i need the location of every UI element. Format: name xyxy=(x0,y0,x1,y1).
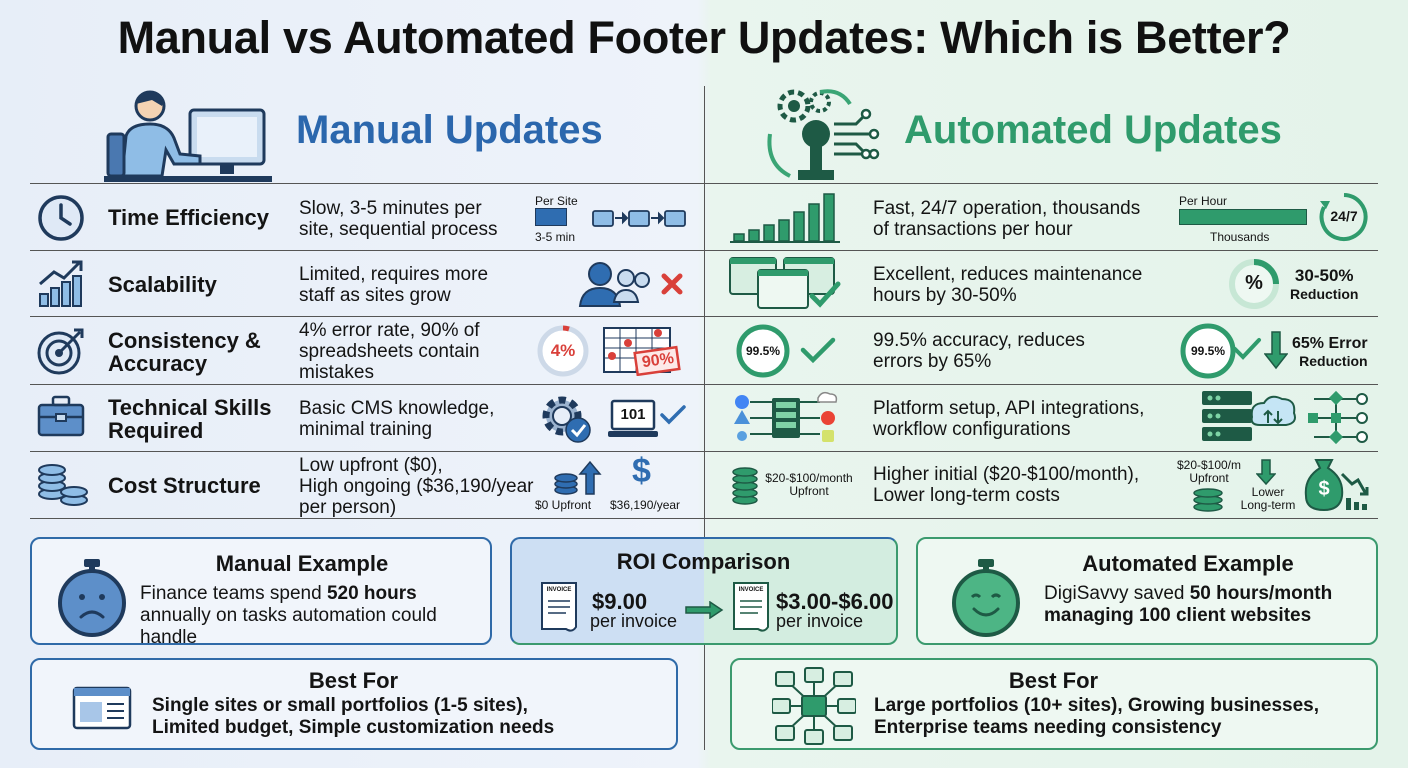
manual-example-card: Manual Example Finance teams spend 520 h… xyxy=(30,537,492,648)
toolbox-icon xyxy=(36,393,86,441)
person-at-computer-icon xyxy=(100,84,276,184)
manual-time-text: Slow, 3-5 minutes per site, sequential p… xyxy=(299,198,498,240)
auto-hours-highlight: 50 hours/month xyxy=(1189,583,1333,604)
reduction-label: Reduction xyxy=(1290,286,1359,302)
laptop-101-icon: 101 xyxy=(608,399,658,439)
automated-example-title: Automated Example xyxy=(1082,551,1294,576)
down-arrow-small-icon xyxy=(1256,458,1276,486)
clock-icon xyxy=(36,193,86,243)
staff-users-icon xyxy=(578,258,688,308)
criterion-time-efficiency: Time Efficiency xyxy=(108,205,269,230)
row-divider xyxy=(30,250,1378,251)
best-for-manual-title: Best For xyxy=(308,668,399,693)
green-coins-icon xyxy=(730,462,760,506)
upfront-short-label: Upfront xyxy=(1189,471,1229,485)
criterion-scalability: Scalability xyxy=(108,272,217,297)
row-divider xyxy=(30,316,1378,317)
down-arrow-icon xyxy=(1264,330,1288,370)
reduction-percent: 30-50% xyxy=(1294,266,1354,285)
gear-check-icon xyxy=(538,392,594,444)
manual-skills-text: Basic CMS knowledge, minimal training xyxy=(299,398,495,440)
percent-badge-icon: % xyxy=(1228,258,1280,310)
per-hour-label: Per Hour xyxy=(1179,194,1228,208)
coins-up-arrow-icon xyxy=(552,460,606,496)
twenty-four-seven-icon: 24/7 xyxy=(1318,191,1370,243)
roi-comparison-card: ROI Comparison INVOICE $9.00 per invoice… xyxy=(510,537,898,645)
checkmark-icon xyxy=(800,336,836,364)
manual-accuracy-text: 4% error rate, 90% of spreadsheets conta… xyxy=(299,320,480,383)
server-cloud-icon xyxy=(1200,389,1300,447)
small-coins-icon xyxy=(1188,488,1228,512)
cloud-platforms-server-icon xyxy=(730,390,840,446)
automated-heading: Automated Updates xyxy=(904,108,1282,152)
roi-arrow-icon xyxy=(684,601,724,619)
auto-cost-text: Higher initial ($20-$100/month), Lower l… xyxy=(873,464,1140,506)
manual-example-title: Manual Example xyxy=(215,551,389,576)
roi-title: ROI Comparison xyxy=(616,549,791,574)
best-for-manual-card: Best For Single sites or small portfolio… xyxy=(30,658,678,750)
monthly-cost-label: $20-$100/month xyxy=(765,471,853,485)
accuracy-gauge-small: 99.5% xyxy=(1179,322,1237,380)
manual-invoice-price: $9.00 xyxy=(592,589,648,614)
browser-window-icon xyxy=(72,686,132,730)
error-rate-gauge: 4% xyxy=(535,323,591,379)
auto-accuracy-text: 99.5% accuracy, reduces errors by 65% xyxy=(873,330,1085,372)
error-reduction-label: Reduction xyxy=(1299,353,1368,369)
invoice-manual-icon: INVOICE xyxy=(536,579,584,635)
workflow-diagram-icon xyxy=(1304,389,1370,447)
three-five-min-label: 3-5 min xyxy=(535,230,576,244)
manual-cost-text: Low upfront ($0), High ongoing ($36,190/… xyxy=(299,455,534,518)
best-for-automated-card: Best For Large portfolios (10+ sites), G… xyxy=(730,658,1378,750)
zero-upfront-label: $0 Upfront xyxy=(535,498,592,512)
happy-stopwatch-icon xyxy=(948,557,1024,637)
throughput-bar xyxy=(1179,209,1307,225)
manual-invoice-unit: per invoice xyxy=(590,611,678,631)
row-divider xyxy=(30,451,1378,452)
lower-label: Lower xyxy=(1251,485,1285,499)
coins-stack-icon xyxy=(36,460,90,508)
criterion-technical-skills: Technical Skills Required xyxy=(108,395,272,443)
site-block xyxy=(535,208,567,226)
error-reduction-percent: 65% Error xyxy=(1292,335,1368,352)
best-for-automated-title: Best For xyxy=(1008,668,1099,693)
money-bag-trend-icon: $ xyxy=(1302,456,1370,512)
criterion-consistency: Consistency & Accuracy xyxy=(108,328,261,376)
auto-scale-text: Excellent, reduces maintenance hours by … xyxy=(873,264,1143,306)
network-hub-icon xyxy=(772,666,856,746)
multiple-windows-check-icon xyxy=(728,256,844,312)
auto-invoice-price: $3.00-$6.00 xyxy=(776,589,894,614)
manual-heading: Manual Updates xyxy=(296,108,603,152)
criterion-cost-structure: Cost Structure xyxy=(108,473,261,498)
long-term-label: Long-term xyxy=(1240,498,1296,512)
automated-example-card: Automated Example DigiSavvy saved 50 hou… xyxy=(916,537,1378,645)
upfront-label: Upfront xyxy=(789,484,829,498)
monthly-cost-short-label: $20-$100/m xyxy=(1176,458,1242,472)
center-divider xyxy=(704,86,705,750)
per-site-label: Per Site xyxy=(535,194,578,208)
accuracy-gauge: 99.5% xyxy=(735,323,791,379)
ongoing-cost-label: $36,190/year xyxy=(610,498,681,512)
growth-chart-icon xyxy=(36,258,86,308)
page-title: Manual vs Automated Footer Updates: Whic… xyxy=(117,12,1291,63)
robot-arm-gears-icon xyxy=(760,84,890,184)
auto-time-text: Fast, 24/7 operation, thousands of trans… xyxy=(873,198,1141,240)
manual-hours-highlight: 520 hours xyxy=(326,583,417,604)
manual-scale-text: Limited, requires more staff as sites gr… xyxy=(299,264,489,306)
auto-invoice-unit: per invoice xyxy=(776,611,864,631)
auto-skills-text: Platform setup, API integrations, workfl… xyxy=(873,398,1145,440)
sad-stopwatch-icon xyxy=(54,557,130,637)
dollar-sign-icon: $ xyxy=(632,452,651,490)
spreadsheet-errors-icon: 90% xyxy=(602,326,682,376)
target-icon xyxy=(36,326,86,376)
thousands-label: Thousands xyxy=(1210,230,1270,244)
sequential-folders-icon xyxy=(592,207,688,229)
row-divider xyxy=(30,384,1378,385)
row-divider xyxy=(30,518,1378,519)
row-divider xyxy=(30,183,1378,184)
invoice-automated-icon: INVOICE xyxy=(728,579,776,635)
check-blue-icon xyxy=(660,404,686,426)
check-small-icon xyxy=(1232,336,1262,362)
bar-chart-growth-icon xyxy=(730,190,840,244)
